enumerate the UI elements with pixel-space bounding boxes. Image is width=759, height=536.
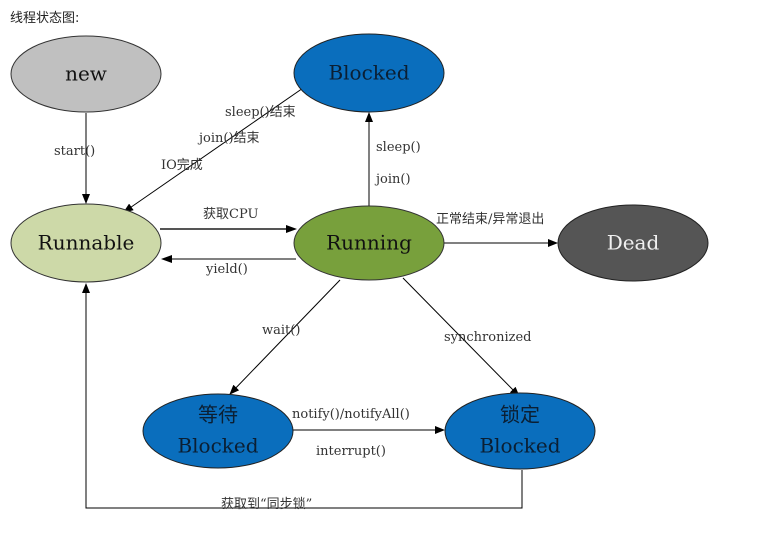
edge-label-synchronized: synchronized xyxy=(444,330,531,345)
edge-label-exit: 正常结束/异常退出 xyxy=(436,212,544,227)
edge-get-cpu xyxy=(160,225,297,233)
state-dead: Dead xyxy=(557,204,709,282)
edge-yield xyxy=(161,255,296,263)
state-dead-label: Dead xyxy=(607,231,660,255)
state-locked-label-en: Blocked xyxy=(479,434,560,458)
edge-acquire-lock xyxy=(82,283,523,509)
state-waiting-blocked: 等待 Blocked xyxy=(142,393,294,469)
state-blocked-label: Blocked xyxy=(328,61,409,85)
state-running-label: Running xyxy=(326,231,412,255)
edge-label-io-done: IO完成 xyxy=(161,158,203,173)
state-new-label: new xyxy=(65,62,107,86)
edge-label-wait: wait() xyxy=(262,323,300,338)
edge-synchronized xyxy=(402,277,520,397)
edge-label-sleep: sleep() xyxy=(376,140,421,155)
state-blocked: Blocked xyxy=(293,33,445,113)
edge-label-interrupt: interrupt() xyxy=(316,444,386,459)
state-locked-label-cn: 锁定 xyxy=(500,403,540,427)
edge-label-get-cpu: 获取CPU xyxy=(203,207,258,222)
diagram-caption: 线程状态图: xyxy=(10,11,80,26)
edge-label-sleep-end: sleep()结束 xyxy=(225,105,296,120)
state-waiting-label-en: Blocked xyxy=(177,434,258,458)
edge-label-yield: yield() xyxy=(205,262,248,277)
state-waiting-label-cn: 等待 xyxy=(198,403,238,427)
state-new: new xyxy=(10,35,162,113)
state-locked-blocked: 锁定 Blocked xyxy=(444,392,596,470)
edge-label-start: start() xyxy=(54,144,95,159)
edge-label-join: join() xyxy=(374,172,411,187)
edge-label-notify: notify()/notifyAll() xyxy=(292,407,410,422)
edge-label-join-end: join()结束 xyxy=(197,131,260,146)
edge-blocked-to-runnable xyxy=(123,85,307,213)
edge-label-acquire-lock: 获取到“同步锁” xyxy=(221,496,312,512)
state-runnable: Runnable xyxy=(10,203,162,283)
edge-wait xyxy=(229,279,341,395)
state-running: Running xyxy=(293,205,445,281)
state-runnable-label: Runnable xyxy=(38,231,135,255)
